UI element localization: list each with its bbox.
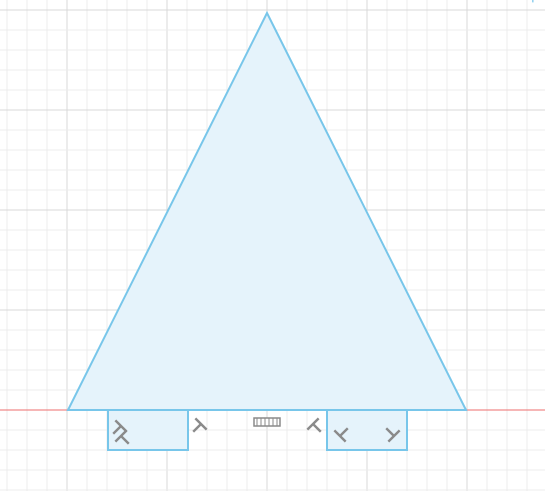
perpendicular-constraint-icon[interactable] — [108, 419, 128, 439]
perpendicular-constraint-icon[interactable] — [381, 423, 401, 443]
perpendicular-constraint-icon[interactable] — [306, 417, 326, 437]
perpendicular-constraint-icon[interactable] — [188, 417, 208, 437]
right-rectangle-profile[interactable] — [326, 409, 408, 451]
left-rectangle-profile[interactable] — [107, 409, 189, 451]
horizontal-constraint-icon[interactable] — [253, 417, 281, 427]
perpendicular-constraint-icon[interactable] — [114, 429, 134, 449]
triangle-profile[interactable] — [66, 10, 468, 411]
view-cube-edge-icon[interactable]: ⌐ — [531, 0, 542, 7]
perpendicular-constraint-icon[interactable] — [333, 423, 353, 443]
